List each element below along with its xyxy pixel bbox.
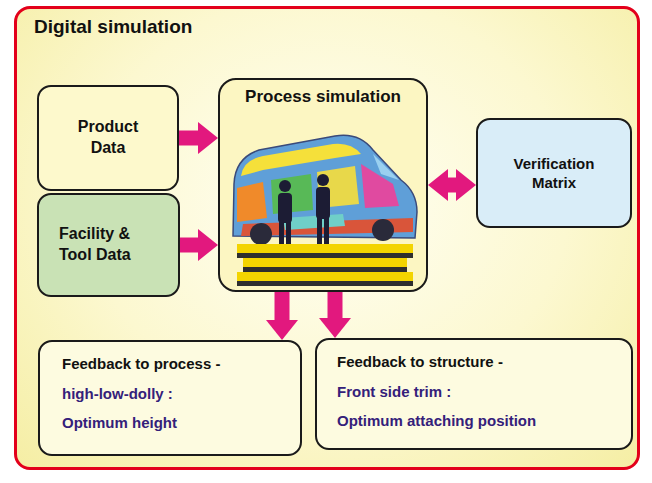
worker-figure (279, 222, 284, 244)
car-body (233, 135, 417, 245)
input-box: Product Data (37, 85, 179, 191)
diagram-title: Digital simulation (34, 15, 192, 40)
outer-frame: Product DataFacility & Tool Data Process … (14, 6, 640, 470)
flow-arrow (448, 178, 456, 193)
worker-figure (324, 218, 329, 244)
feedback-detail: high-low-dolly : (62, 384, 173, 404)
box-label: Product Data (67, 117, 149, 159)
feedback-box: Feedback to process - high-low-dolly : Opt… (38, 340, 302, 456)
car-body (237, 182, 267, 222)
matrix-box: Verification Matrix (476, 118, 632, 228)
worker-figure (279, 180, 291, 192)
feedback-box: Feedback to structure - Front side trim :… (315, 338, 633, 450)
box-label: Verification Matrix (500, 154, 608, 193)
input-box: Facility & Tool Data (37, 193, 180, 297)
worker-figure (278, 193, 292, 223)
flow-arrow (328, 292, 343, 318)
worker-figure (317, 174, 329, 186)
worker-figure (316, 187, 330, 219)
worker-figure (278, 174, 330, 244)
car-body (373, 154, 399, 180)
dolly-platform (243, 258, 407, 267)
dolly-platform (237, 281, 413, 286)
dolly-platform (237, 272, 413, 281)
process-box: Process simulation (218, 78, 428, 292)
flow-arrow (275, 292, 290, 320)
dolly-platform (243, 267, 407, 272)
feedback-detail: Optimum height (62, 413, 177, 433)
dolly-platform (237, 244, 413, 253)
flow-arrow (179, 131, 198, 146)
feedback-detail: Optimum attaching position (337, 411, 536, 431)
worker-figure (317, 218, 322, 244)
box-label: Facility & Tool Data (59, 224, 159, 266)
car-illustration (223, 114, 425, 290)
dolly-platform (237, 244, 413, 286)
car-body (283, 214, 345, 230)
box-label: Process simulation (245, 86, 401, 108)
worker-figure (286, 222, 291, 244)
car-body (372, 219, 394, 241)
flow-arrow (180, 238, 198, 253)
dolly-platform (237, 253, 413, 258)
feedback-heading: Feedback to process - (62, 354, 220, 374)
feedback-heading: Feedback to structure - (337, 352, 503, 372)
car-body (250, 223, 272, 245)
feedback-detail: Front side trim : (337, 382, 451, 402)
